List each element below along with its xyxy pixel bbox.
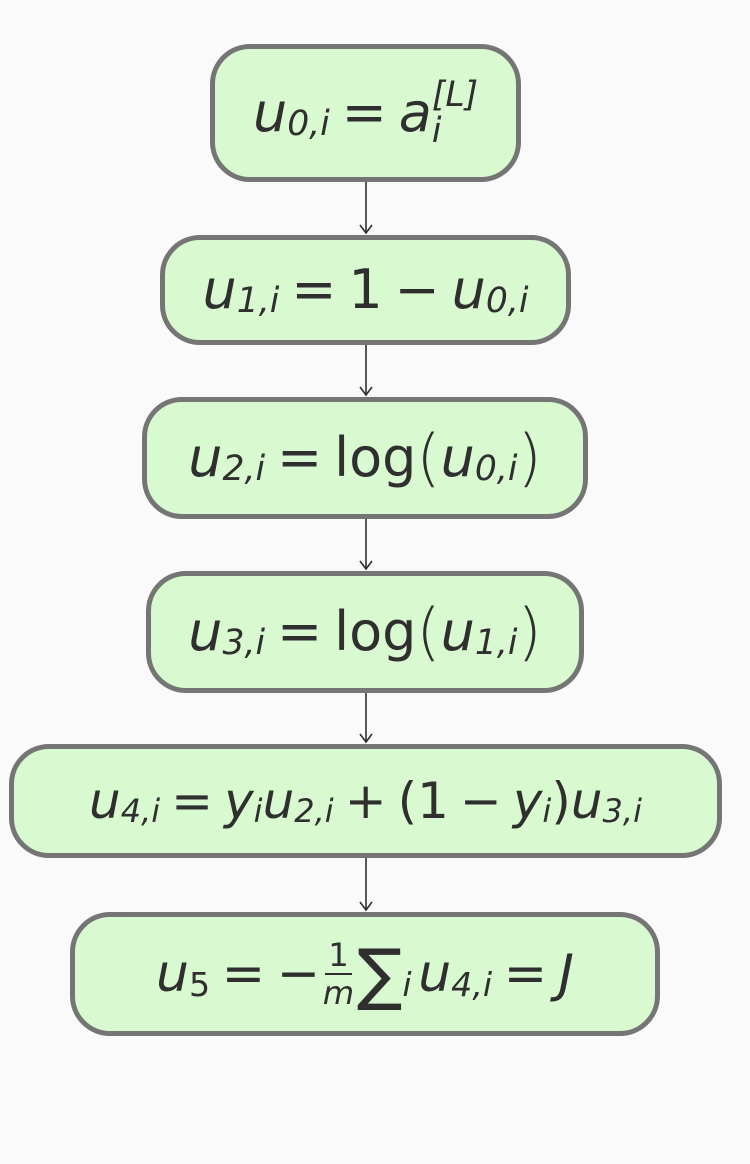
arrow-u0-u1: [359, 182, 373, 235]
u0-rhs-scripts: [L]i: [431, 74, 479, 151]
u5-eq2: =: [503, 944, 548, 1004]
u5-frac-den: m: [322, 973, 355, 1012]
u4-plus: +: [344, 772, 387, 830]
u2-rparen: ): [517, 420, 542, 494]
u3-arg-sub: 1,i: [474, 622, 518, 663]
u5-t-var: u: [418, 944, 452, 1004]
u2-lparen: (: [416, 420, 441, 494]
u4-t1-sub: 2,i: [294, 792, 334, 831]
u3-lparen: (: [416, 594, 441, 668]
u5-sub: 5: [189, 965, 211, 1004]
u3-var: u: [188, 600, 223, 663]
arrow-u3-u4: [359, 693, 373, 744]
u0-rhs-sub: i: [431, 111, 442, 151]
u1-rhs-sub: 0,i: [485, 280, 529, 321]
u1-sub: 1,i: [236, 280, 280, 321]
u5-t-sub: 4,i: [451, 965, 493, 1004]
u2-sub: 2,i: [222, 448, 266, 489]
u5-sum: ∑: [356, 934, 403, 1014]
u4-y1-sub: i: [253, 792, 263, 831]
u5-minus: −: [276, 944, 321, 1004]
u3-eq: =: [276, 600, 323, 663]
u1-var: u: [202, 258, 237, 321]
u4-rparen: ): [551, 772, 571, 830]
u4-sub: 4,i: [120, 792, 161, 831]
u4-lparen: (: [397, 772, 418, 830]
u5-result: J: [558, 944, 574, 1004]
u3-rparen: ): [517, 594, 542, 668]
u3-fn: log: [334, 600, 417, 663]
arrow-u2-u3: [359, 519, 373, 571]
u3-arg-var: u: [440, 600, 475, 663]
u0-sub: 0,i: [287, 103, 330, 144]
u4-y1: y: [224, 772, 254, 830]
u5-frac-num: 1: [325, 939, 352, 975]
arrow-u1-u2: [359, 345, 373, 397]
u4-t2-sub: 3,i: [602, 792, 642, 831]
u2-fn: log: [334, 426, 417, 489]
u4-var: u: [89, 772, 121, 830]
u4-t1-var: u: [262, 772, 295, 830]
u1-one: 1: [348, 258, 383, 321]
u4-y2-sub: i: [542, 792, 552, 831]
u5-sum-sub: i: [402, 965, 412, 1004]
u5-var: u: [156, 944, 189, 1004]
u2-var: u: [188, 426, 223, 489]
u2-eq: =: [276, 426, 323, 489]
u5-eq1: =: [221, 944, 266, 1004]
u4-y2: y: [512, 772, 543, 830]
u0-rhs: a: [398, 81, 432, 144]
u3-sub: 3,i: [222, 622, 266, 663]
u0-rhs-sup: [L]: [431, 74, 479, 115]
u2-arg-var: u: [440, 426, 475, 489]
arrow-u4-u5: [359, 858, 373, 912]
u1-eq: =: [291, 258, 337, 321]
u4-t2-var: u: [570, 772, 603, 830]
u1-rhs-var: u: [451, 258, 486, 321]
u4-minus: −: [459, 772, 502, 830]
u1-minus: −: [394, 258, 440, 321]
u4-eq: =: [171, 772, 214, 830]
u0-eq: =: [341, 81, 387, 144]
u2-arg-sub: 0,i: [474, 448, 518, 489]
u0-var: u: [252, 81, 288, 144]
u4-one: 1: [417, 772, 449, 830]
